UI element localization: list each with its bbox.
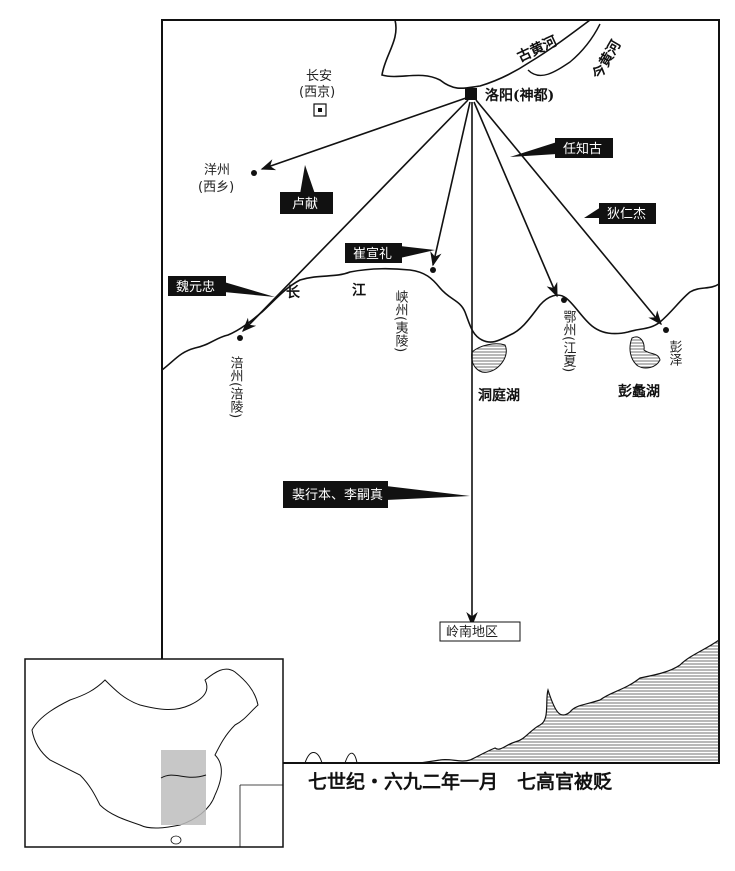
south-sea	[419, 638, 720, 764]
tag-cui-xuanli: 崔宣礼	[345, 243, 435, 263]
pengli-label: 彭蠡湖	[618, 383, 660, 400]
inset-highlight	[161, 750, 206, 825]
arrow-fuzhou	[241, 99, 469, 333]
arrow-ezhou	[473, 101, 558, 298]
svg-text:狄仁杰: 狄仁杰	[607, 207, 646, 222]
yangzhou-dot	[251, 170, 257, 176]
svg-text:裴行本、李嗣真: 裴行本、李嗣真	[292, 488, 383, 503]
svg-text:任知古: 任知古	[563, 141, 602, 157]
lingnan-label: 岭南地区	[446, 624, 498, 640]
changan-label: 长安	[306, 69, 332, 84]
inset-locator-map	[24, 658, 284, 848]
arrow-pengze	[475, 99, 662, 326]
fuzhou-label: 涪州(涪陵)	[228, 356, 244, 418]
yangzhou-alt: (西乡)	[198, 180, 234, 195]
svg-text:魏元忠: 魏元忠	[176, 280, 215, 295]
exile-arrows	[241, 97, 662, 627]
pengli-lake	[629, 336, 661, 369]
map-title: 七世纪・六九二年一月 七高官被贬	[308, 770, 612, 793]
tag-lu-xian: 卢献	[280, 165, 333, 214]
xiazhou-label: 峡州(夷陵)	[393, 290, 409, 352]
coast-detail	[304, 752, 358, 764]
arrow-yangzhou	[260, 97, 467, 171]
yangtze-label-1: 长	[286, 284, 301, 301]
new-yellow-river	[527, 23, 601, 77]
changan-alt: (西京)	[299, 85, 335, 100]
tag-wei-yuanzhong: 魏元忠	[168, 276, 275, 297]
dongting-label: 洞庭湖	[478, 387, 520, 404]
pengze-dot	[663, 327, 669, 333]
ezhou-label: 鄂州(江夏)	[561, 310, 577, 372]
fuzhou-dot	[237, 335, 243, 341]
lingnan-box	[439, 621, 521, 642]
tag-di-renjie: 狄仁杰	[584, 203, 656, 224]
svg-text:卢献: 卢献	[292, 196, 318, 212]
dongting-lake	[471, 343, 507, 373]
arrow-xiazhou	[430, 101, 471, 267]
pengze-label: 彭泽	[667, 340, 683, 366]
capital-label: 洛阳(神都)	[485, 87, 554, 104]
changan-marker-dot	[318, 108, 322, 112]
capital-marker	[465, 88, 477, 100]
yangzhou-label: 洋州	[204, 163, 230, 178]
ezhou-dot	[561, 297, 567, 303]
old-yellow-river	[381, 19, 591, 90]
yangtze-label-2: 江	[352, 282, 366, 299]
tag-ren-zhigu: 任知古	[510, 138, 613, 158]
svg-text:崔宣礼: 崔宣礼	[353, 246, 392, 262]
xiazhou-dot	[430, 267, 436, 273]
tag-pei-li: 裴行本、李嗣真	[283, 481, 470, 508]
